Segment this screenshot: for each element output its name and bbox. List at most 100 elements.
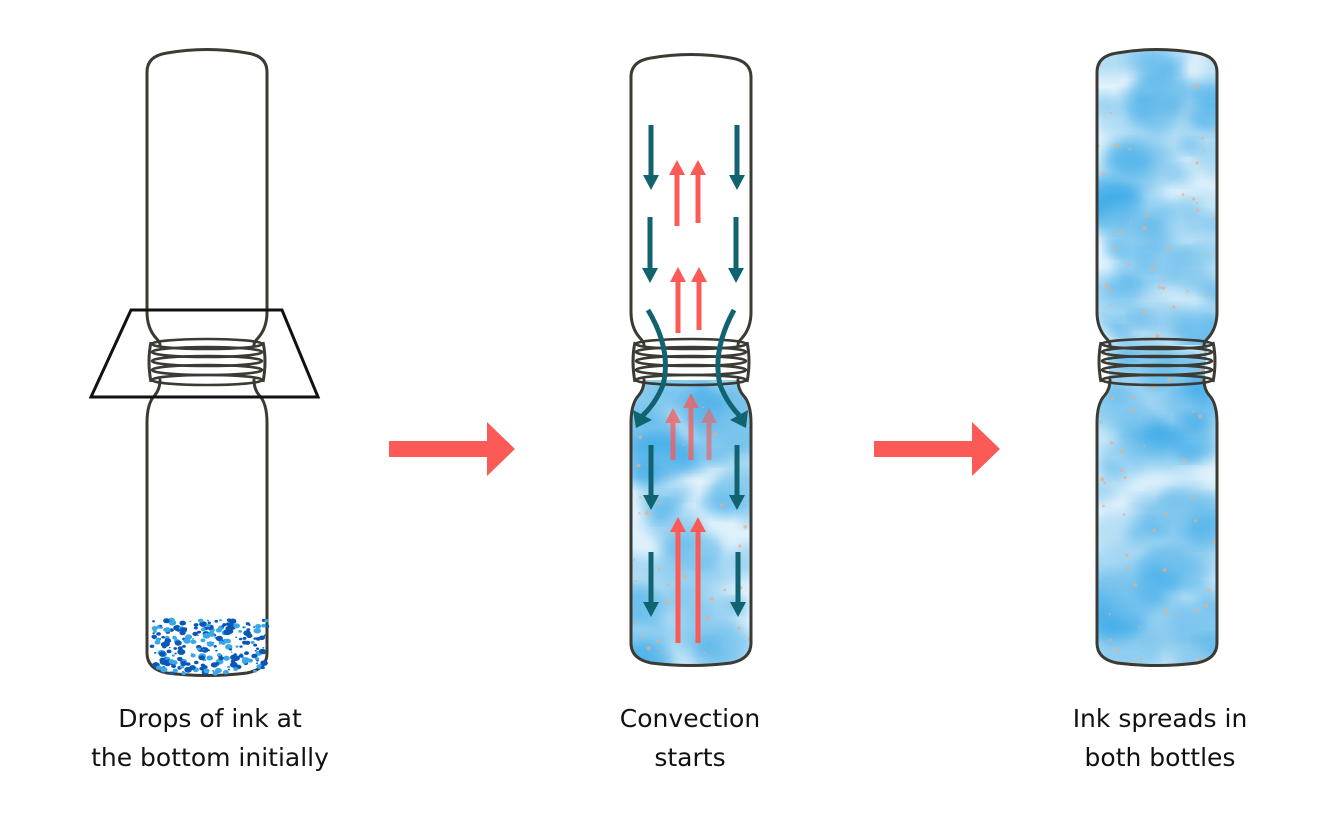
ink-speck bbox=[1093, 73, 1095, 75]
ink-swirl bbox=[1137, 256, 1159, 272]
ink-swirl bbox=[1191, 135, 1217, 179]
ink-speck bbox=[1102, 504, 1105, 508]
ink-speck bbox=[1099, 420, 1102, 424]
ink-swirl bbox=[1104, 273, 1147, 304]
ink-speck bbox=[1207, 253, 1210, 256]
ink-drop bbox=[178, 668, 181, 670]
ink-drop bbox=[159, 657, 166, 663]
ink-speck bbox=[1203, 148, 1206, 151]
screw-threads bbox=[631, 337, 751, 387]
ink-speck bbox=[1109, 111, 1112, 115]
ink-swirl bbox=[631, 552, 645, 575]
ink-speck bbox=[1155, 333, 1160, 338]
ink-drop bbox=[233, 623, 240, 629]
ink-drop bbox=[218, 656, 224, 661]
arrow-down-icon bbox=[643, 495, 659, 510]
ink-swirl bbox=[1097, 386, 1145, 431]
ink-speck bbox=[644, 510, 649, 515]
ink-speck bbox=[1127, 263, 1131, 267]
ink-speck bbox=[1152, 528, 1156, 532]
ink-drop bbox=[221, 625, 225, 628]
joined-bottles bbox=[1095, 48, 1219, 667]
ink-drop bbox=[172, 668, 178, 673]
ink-drop bbox=[226, 618, 232, 622]
ink-swirl bbox=[1202, 284, 1217, 307]
ink-speck bbox=[1184, 549, 1187, 552]
ink-drop bbox=[217, 653, 222, 657]
ink-swirl bbox=[1118, 533, 1164, 566]
caption-initial: Drops of ink at the bottom initially bbox=[50, 699, 370, 777]
ink-swirl bbox=[1190, 584, 1216, 602]
ink-drop bbox=[168, 659, 175, 664]
ink-speck bbox=[1109, 287, 1113, 292]
ink-drop bbox=[227, 665, 231, 669]
ink-drop bbox=[255, 624, 262, 629]
ink-speck bbox=[682, 574, 688, 579]
ink-drop bbox=[238, 654, 244, 658]
ink-swirl bbox=[1203, 49, 1217, 65]
ink-speck bbox=[1165, 511, 1169, 515]
ink-swirl bbox=[1191, 233, 1217, 265]
ink-drop bbox=[206, 619, 210, 622]
ink-drop bbox=[238, 629, 243, 633]
ink-drop bbox=[192, 631, 198, 637]
ink-swirl bbox=[1158, 248, 1203, 280]
arrow-right-icon bbox=[874, 422, 1000, 476]
arrow-up-icon bbox=[701, 408, 717, 423]
ink-speck bbox=[1108, 613, 1111, 616]
arrow-down-icon bbox=[642, 268, 658, 283]
ink-swirl bbox=[696, 638, 719, 654]
arrow-down-icon bbox=[730, 602, 746, 617]
arrow-up-icon bbox=[670, 267, 686, 282]
ink-drop bbox=[227, 623, 230, 625]
ink-drop bbox=[196, 647, 201, 651]
ink-drop bbox=[149, 644, 155, 648]
ink-speck bbox=[634, 579, 637, 583]
ink-drop bbox=[179, 620, 186, 626]
ink-swirl bbox=[651, 551, 693, 580]
ink-swirl bbox=[1097, 638, 1163, 666]
ink-drop bbox=[193, 623, 199, 627]
ink-speck bbox=[1164, 609, 1169, 614]
ink-drop bbox=[193, 626, 198, 630]
ink-drop bbox=[229, 661, 238, 668]
arrow-down-icon bbox=[643, 175, 659, 190]
ink-swirl bbox=[1167, 165, 1195, 185]
ink-drop bbox=[199, 666, 205, 671]
ink-swirl bbox=[1175, 312, 1217, 352]
ink-speck bbox=[664, 476, 667, 479]
ink-drop bbox=[158, 651, 166, 657]
ink-drop bbox=[219, 619, 223, 622]
ink-swirl bbox=[1186, 438, 1217, 464]
caption-line: Convection bbox=[619, 704, 761, 733]
ink-swirl bbox=[631, 463, 664, 487]
ink-drop bbox=[259, 635, 265, 641]
ink-speck bbox=[1145, 214, 1149, 218]
ink-drop bbox=[222, 670, 229, 675]
ink-speck bbox=[1123, 476, 1127, 480]
ink-swirl bbox=[1149, 613, 1202, 651]
joined-bottles bbox=[629, 53, 753, 667]
ink-drop bbox=[215, 649, 218, 652]
ink-speck bbox=[1114, 143, 1119, 148]
joined-bottles bbox=[145, 48, 269, 677]
ink-swirl bbox=[1099, 204, 1147, 239]
ink-drop bbox=[203, 668, 210, 674]
ink-swirl bbox=[688, 620, 751, 666]
ink-speck bbox=[1129, 219, 1133, 222]
ink-drop bbox=[223, 655, 230, 661]
caption-line: the bottom initially bbox=[91, 743, 329, 772]
ink-drops bbox=[149, 617, 270, 676]
ink-speck bbox=[1194, 519, 1198, 523]
ink-speck bbox=[1167, 377, 1172, 382]
ink-drop bbox=[169, 671, 174, 675]
ink-speck bbox=[657, 501, 661, 505]
ink-speck bbox=[1115, 649, 1120, 653]
ink-speck bbox=[709, 596, 714, 601]
arrow-up-icon bbox=[690, 160, 706, 175]
ink-drop bbox=[243, 626, 246, 629]
ink-speck bbox=[665, 600, 669, 605]
ink-drop bbox=[244, 651, 249, 656]
ink-speck bbox=[713, 432, 718, 436]
ink-drop bbox=[214, 662, 220, 666]
